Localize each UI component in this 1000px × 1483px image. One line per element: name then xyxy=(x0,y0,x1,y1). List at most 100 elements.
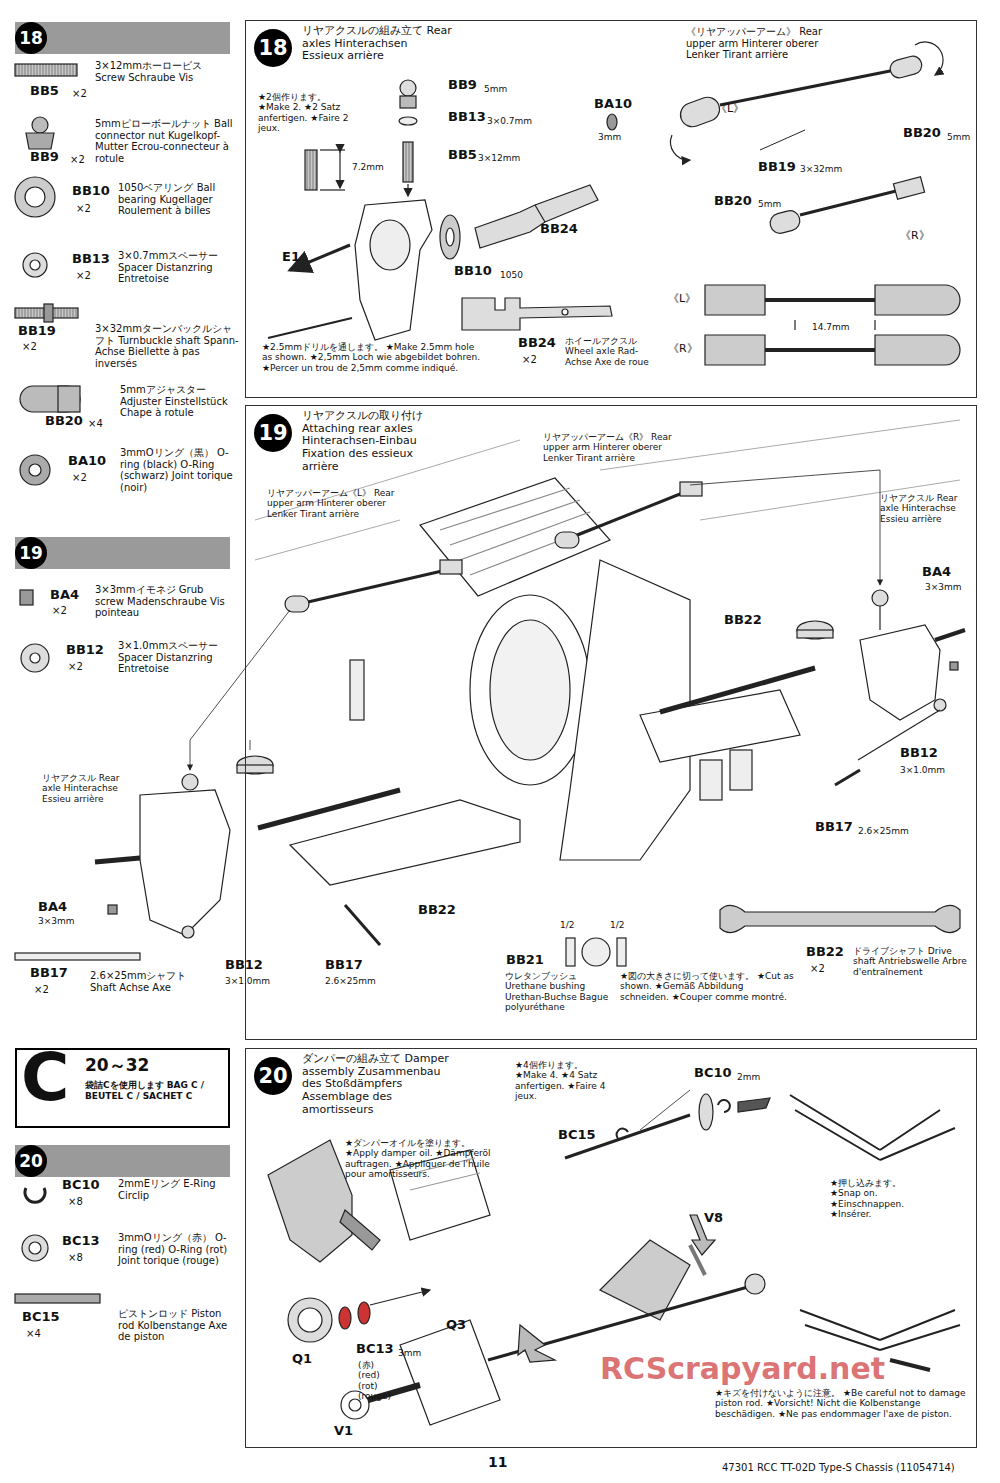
part-code: BB9 xyxy=(448,78,477,93)
drawing-part xyxy=(890,1360,930,1370)
label-text: 3×0.7mm xyxy=(487,116,532,126)
label-text: ウレタンブッシュ Urethane bushing Urethan-Buchse… xyxy=(505,971,613,1012)
part-code: BA4 xyxy=(50,588,79,603)
drawing-part xyxy=(58,386,80,412)
drawing-part xyxy=(30,260,40,270)
step-number-circle: 20 xyxy=(15,1145,47,1177)
instruction-note: ★ダンパーオイルを塗ります。 ★Apply damper oil. ★Dämpf… xyxy=(345,1138,495,1179)
step-header-bar: 20 xyxy=(15,1145,230,1177)
part-code: BA10 xyxy=(68,454,106,469)
label-text: 5mmピローボールナット Ball connector nut Kugelkop… xyxy=(95,118,235,164)
drawing-part xyxy=(26,133,54,149)
step-header-bar: 19 xyxy=(15,537,230,569)
drawing-part xyxy=(720,905,960,932)
drawing-part xyxy=(320,149,345,150)
drawing-part xyxy=(950,662,958,670)
drawing-part xyxy=(298,1308,322,1332)
drawing-part xyxy=(462,298,612,330)
drawing-part xyxy=(400,1320,500,1425)
part-code: BC10 xyxy=(62,1178,100,1193)
drawing-part xyxy=(440,488,600,575)
quantity: ×8 xyxy=(68,1196,83,1208)
drawing-part xyxy=(490,620,570,760)
drawing-part xyxy=(617,1129,628,1140)
drawing-part xyxy=(345,905,380,945)
part-code: BB13 xyxy=(72,252,110,267)
drawing-part xyxy=(888,54,924,80)
label-text: 5mm xyxy=(758,199,781,209)
drawing-part xyxy=(25,1188,45,1202)
drawing-part xyxy=(797,621,833,639)
drawing-part xyxy=(25,187,45,207)
drawing-part xyxy=(470,595,590,785)
label-text: 1050 xyxy=(500,270,523,280)
drawing-part xyxy=(835,770,860,785)
label-text: リヤアクスル Rear axle Hinterachse Essieu arri… xyxy=(42,773,132,804)
drawing-part xyxy=(566,938,575,966)
label-text: 《リヤアッパーアーム》 Rear upper arm Hinterer ober… xyxy=(686,26,836,61)
drawing-part xyxy=(95,858,140,862)
quantity: ×2 xyxy=(72,88,87,100)
label-text: 3×32mmターンバックルシャフト Turnbuckle shaft Spann… xyxy=(95,323,240,369)
quantity: ×2 xyxy=(810,963,825,975)
label-text: 《R》 xyxy=(900,230,930,243)
drawing-part xyxy=(518,1325,555,1362)
drawing-part xyxy=(15,953,140,960)
step-number-circle: 18 xyxy=(254,29,292,67)
part-code: BB24 xyxy=(540,222,578,237)
drawing-part xyxy=(22,1235,48,1261)
label-text: (赤) (red) (rot) (rouge) xyxy=(358,1360,398,1401)
label-text: 2.6×25mmシャフト Shaft Achse Axe xyxy=(90,970,190,993)
label-text: リヤアッパーアーム《R》 Rear upper arm Hinterer obe… xyxy=(543,432,673,463)
drawing-part xyxy=(250,740,251,750)
drawing-part xyxy=(555,532,579,548)
label-text: 3mmOリング（赤） O-ring (red) O-Ring (rot) Joi… xyxy=(118,1232,236,1267)
quantity: ×8 xyxy=(68,1252,83,1264)
step-number-circle: 20 xyxy=(254,1057,292,1095)
label-text: V1 xyxy=(334,1424,353,1439)
part-code: BC13 xyxy=(356,1342,394,1357)
drawing-part xyxy=(400,80,416,96)
drawing-part xyxy=(858,710,940,760)
part-code: BB9 xyxy=(30,150,59,165)
label-text: 2mm xyxy=(737,1072,760,1082)
part-code: BB5 xyxy=(30,84,59,99)
drawing-part xyxy=(440,560,462,574)
part-code: BA10 xyxy=(594,97,632,112)
drawing-part xyxy=(446,228,454,246)
drawing-part xyxy=(790,1095,955,1160)
drawing-part xyxy=(440,215,460,259)
part-code: BC15 xyxy=(558,1128,596,1143)
drawing-part xyxy=(20,455,50,485)
label-text: 3×0.7mmスペーサー Spacer Distanzring Entretoi… xyxy=(118,250,236,285)
label-text: 3×32mm xyxy=(800,164,842,174)
drawing-part xyxy=(720,70,895,105)
drawing-part xyxy=(140,790,230,935)
drawing-part xyxy=(237,765,273,773)
drawing-part xyxy=(407,184,408,196)
drawing-part xyxy=(934,699,946,711)
drawing-part xyxy=(400,96,416,108)
drawing-part xyxy=(339,152,340,188)
step-range: 20～32 xyxy=(85,1054,149,1077)
instruction-note: ★図の大きさに切って使います。 ★Cut as shown. ★Gemäß Ab… xyxy=(620,971,795,1002)
part-code: BB12 xyxy=(900,746,938,761)
part-code: BB12 xyxy=(66,643,104,658)
part-code: BB22 xyxy=(806,945,844,960)
part-code: BC13 xyxy=(62,1234,100,1249)
drawing-part xyxy=(700,760,722,800)
drawing-part xyxy=(617,938,626,966)
drawing-part xyxy=(15,64,77,76)
drawing-part xyxy=(268,318,352,338)
drawing-part xyxy=(358,1302,370,1324)
part-code: BB10 xyxy=(72,184,110,199)
drawing-part xyxy=(370,1290,430,1305)
step-number: 18 xyxy=(19,28,43,48)
label-text: リヤアッパーアーム《L》 Rear upper arm Hinterer obe… xyxy=(267,488,397,519)
label-text: 《L》 xyxy=(668,293,696,306)
bag-note: 袋詰Cを使用します BAG C / BEUTEL C / SACHET C xyxy=(85,1080,225,1102)
part-code: BB19 xyxy=(758,160,796,175)
label-text: 2mmEリング E-Ring Circlip xyxy=(118,1178,228,1201)
label-text: V8 xyxy=(704,1211,723,1226)
